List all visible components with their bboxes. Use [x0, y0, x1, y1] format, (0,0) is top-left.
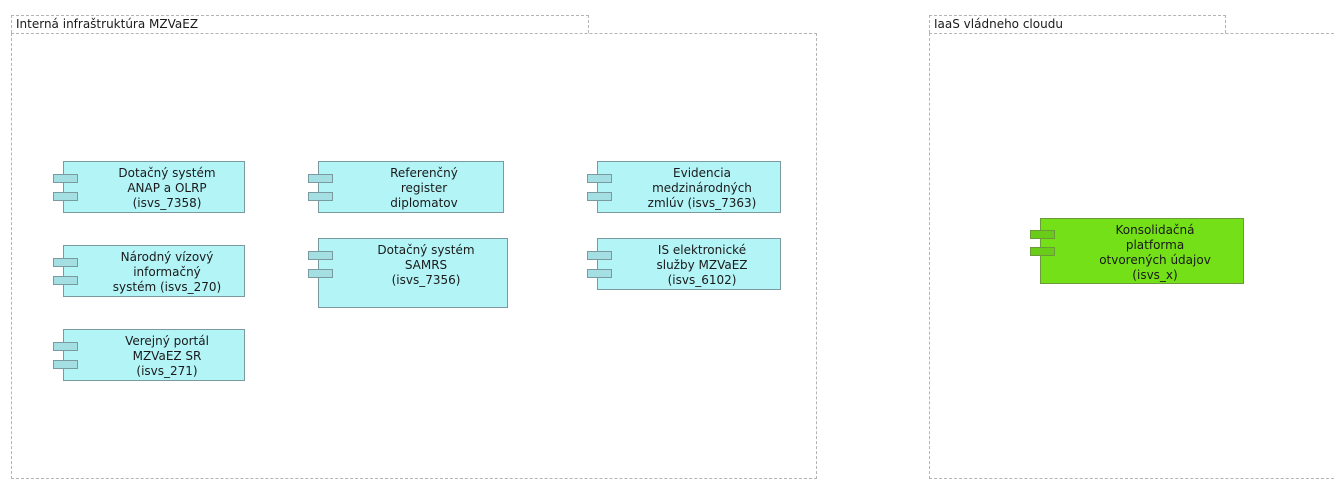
component-port	[1030, 230, 1055, 239]
component-port	[587, 251, 612, 260]
group-label-internal: Interná infraštruktúra MZVaEZ	[11, 15, 589, 33]
component-label: Konsolidačná platforma otvorených údajov…	[1099, 223, 1211, 282]
component-port	[308, 251, 333, 260]
component-port	[308, 174, 333, 183]
component-narodny-vizovy-system[interactable]: Národný vízový informačný systém (isvs_2…	[53, 245, 245, 297]
component-port	[53, 360, 78, 369]
component-label: Národný vízový informačný systém (isvs_2…	[112, 250, 222, 294]
component-label: Evidencia medzinárodných zmlúv (isvs_736…	[647, 166, 757, 210]
component-referencny-register[interactable]: Referenčný register diplomatov	[308, 161, 504, 213]
component-port	[53, 174, 78, 183]
component-samrs[interactable]: Dotačný systém SAMRS (isvs_7356)	[308, 238, 508, 308]
component-evidencia-zmluv[interactable]: Evidencia medzinárodných zmlúv (isvs_736…	[587, 161, 781, 213]
component-anap-olrp[interactable]: Dotačný systém ANAP a OLRP (isvs_7358)	[53, 161, 245, 213]
component-verejny-portal[interactable]: Verejný portál MZVaEZ SR (isvs_271)	[53, 329, 245, 381]
component-port	[53, 258, 78, 267]
component-label: IS elektronické služby MZVaEZ (isvs_6102…	[656, 243, 748, 287]
component-konsolidacna-platforma[interactable]: Konsolidačná platforma otvorených údajov…	[1030, 218, 1244, 284]
component-port	[308, 269, 333, 278]
component-port	[53, 276, 78, 285]
group-title-internal: Interná infraštruktúra MZVaEZ	[16, 17, 199, 31]
component-port	[53, 342, 78, 351]
group-title-cloud: IaaS vládneho cloudu	[934, 17, 1063, 31]
component-port	[1030, 247, 1055, 256]
component-port	[587, 269, 612, 278]
component-label: Verejný portál MZVaEZ SR (isvs_271)	[125, 334, 209, 378]
component-label: Dotačný systém SAMRS (isvs_7356)	[377, 243, 475, 287]
group-cloud-iaas[interactable]	[929, 33, 1335, 479]
component-port	[308, 192, 333, 201]
component-port	[587, 192, 612, 201]
group-internal-infrastructure[interactable]	[11, 33, 817, 479]
group-label-cloud: IaaS vládneho cloudu	[929, 15, 1226, 33]
component-port	[587, 174, 612, 183]
component-label: Referenčný register diplomatov	[390, 166, 458, 210]
component-label: Dotačný systém ANAP a OLRP (isvs_7358)	[118, 166, 216, 210]
component-port	[53, 192, 78, 201]
component-is-elektronicke-sluzby[interactable]: IS elektronické služby MZVaEZ (isvs_6102…	[587, 238, 781, 290]
